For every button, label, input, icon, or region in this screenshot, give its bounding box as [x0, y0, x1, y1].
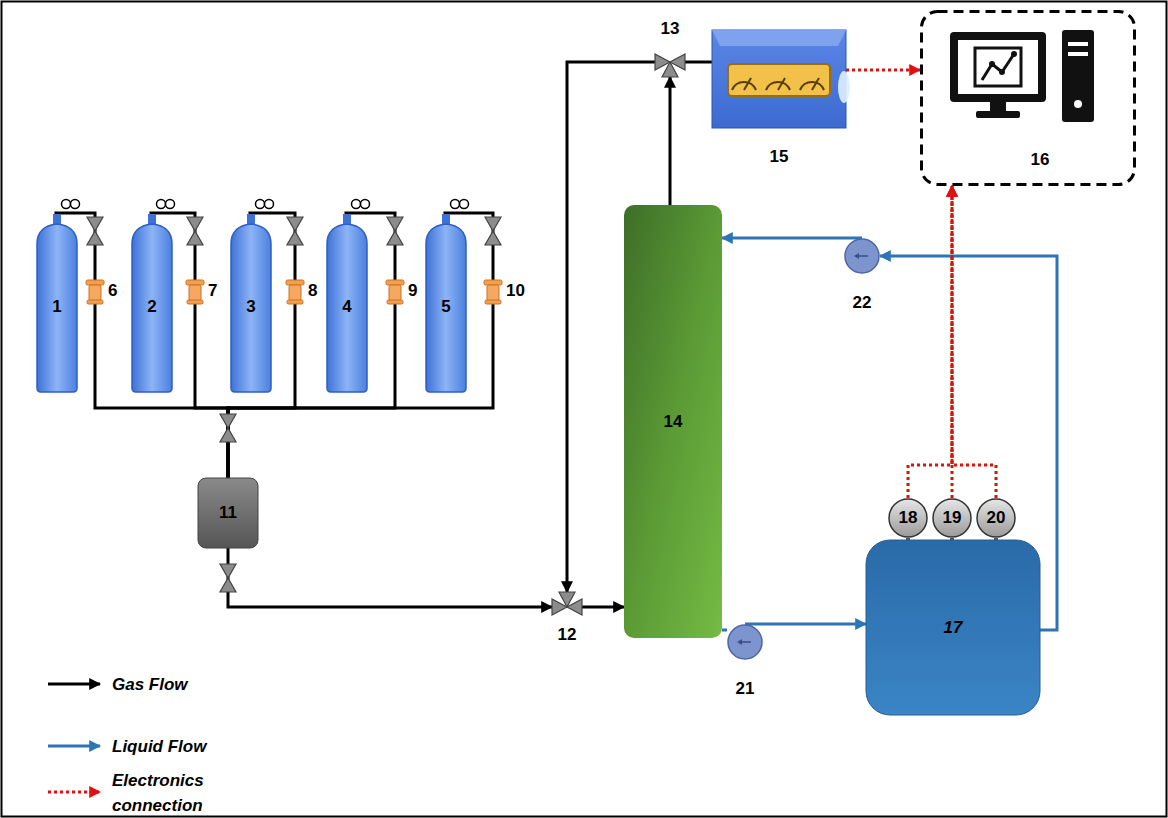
- gas-line: [228, 213, 395, 478]
- valve-symbol: [485, 217, 501, 245]
- gas-cylinder: 5: [426, 222, 466, 392]
- valve-symbol: [220, 564, 236, 592]
- legend-electronics-sample: [48, 791, 100, 794]
- three-way-valve: 12: [552, 592, 582, 622]
- callout-number: 13: [661, 20, 680, 39]
- legend-liquid-sample: [48, 745, 100, 748]
- gas-cylinder: 3: [231, 222, 271, 392]
- valve-symbol: [387, 217, 403, 245]
- mixing-chamber: 11: [198, 478, 258, 548]
- pump-symbol: 22: [844, 238, 880, 274]
- sensor-circle: 20: [976, 498, 1016, 538]
- callout-number: 18: [899, 509, 918, 528]
- callout-number: 5: [441, 298, 450, 317]
- callout-number: 7: [208, 282, 217, 301]
- legend-text: Gas Flow: [112, 673, 227, 698]
- liquid-line: [722, 629, 727, 632]
- computer-box-outline: [920, 10, 1136, 186]
- liquid-line: [722, 237, 862, 240]
- callout-number: 14: [664, 412, 683, 431]
- signal-line: [908, 186, 952, 498]
- regulator-symbol: [352, 200, 370, 209]
- callout-number: 4: [342, 298, 351, 317]
- callout-number: 21: [736, 680, 755, 699]
- legend-text: Electronics connection: [112, 769, 227, 818]
- pump-symbol: 21: [727, 624, 763, 660]
- callout-number: 1: [52, 298, 61, 317]
- pump-symbol-outline: [727, 624, 763, 660]
- legend-gas-sample: [48, 683, 100, 686]
- flowmeter-symbol: [484, 280, 502, 304]
- callout-number: 11: [219, 504, 237, 523]
- computer-icon: [950, 30, 1094, 122]
- three-way-valve-outline: [552, 592, 582, 622]
- signal-line: [846, 69, 920, 72]
- legend-text: Liquid Flow: [112, 735, 227, 760]
- callout-number: 3: [246, 298, 255, 317]
- regulator-symbol: [62, 200, 80, 209]
- regulator-symbol: [451, 200, 469, 209]
- gas-cylinder: 2: [132, 222, 172, 392]
- callout-number: 9: [408, 282, 417, 301]
- sensor-circle: 19: [932, 498, 972, 538]
- gas-line: [669, 77, 672, 205]
- callout-number: 20: [987, 509, 1006, 528]
- gas-analyzer: 15: [712, 30, 846, 128]
- valve-symbol: [287, 217, 303, 245]
- regulator-symbol: [157, 200, 175, 209]
- callout-number: 6: [108, 282, 117, 301]
- flowmeter-symbol: [186, 280, 204, 304]
- valve-symbol: [220, 414, 236, 442]
- computer-box: 16: [920, 10, 1136, 186]
- gas-cylinder: 4: [327, 222, 367, 392]
- callout-number: 15: [770, 148, 789, 167]
- callout-number: 8: [308, 282, 317, 301]
- gas-line: [228, 548, 552, 607]
- callout-number: 12: [558, 626, 577, 645]
- gas-line: [685, 61, 712, 64]
- sensor-circle: 18: [888, 498, 928, 538]
- liquid-line: [745, 623, 866, 626]
- valve-symbol: [187, 217, 203, 245]
- flowmeter-symbol: [286, 280, 304, 304]
- gas-cylinder: 1: [37, 222, 77, 392]
- signal-line: [952, 186, 996, 498]
- callout-number: 22: [853, 294, 872, 313]
- flowmeter-symbol: [86, 280, 104, 304]
- gas-line: [228, 213, 493, 478]
- regulator-symbol: [256, 200, 274, 209]
- callout-number: 10: [506, 282, 525, 301]
- callout-number: 16: [1031, 151, 1050, 170]
- callout-number: 2: [147, 298, 156, 317]
- gas-line: [56, 213, 228, 478]
- flowmeter-symbol: [386, 280, 404, 304]
- pump-symbol-outline: [844, 238, 880, 274]
- three-way-valve: 13: [655, 47, 685, 77]
- absorption-column: 14: [624, 205, 722, 638]
- valve-symbol: [87, 217, 103, 245]
- callout-number: 19: [943, 509, 962, 528]
- gas-analyzer-outline: [712, 30, 846, 128]
- callout-number: 17: [944, 618, 963, 637]
- liquid-tank: 17: [866, 540, 1040, 715]
- gas-line: [228, 213, 295, 478]
- three-way-valve-outline: [655, 47, 685, 77]
- gas-line: [582, 606, 624, 609]
